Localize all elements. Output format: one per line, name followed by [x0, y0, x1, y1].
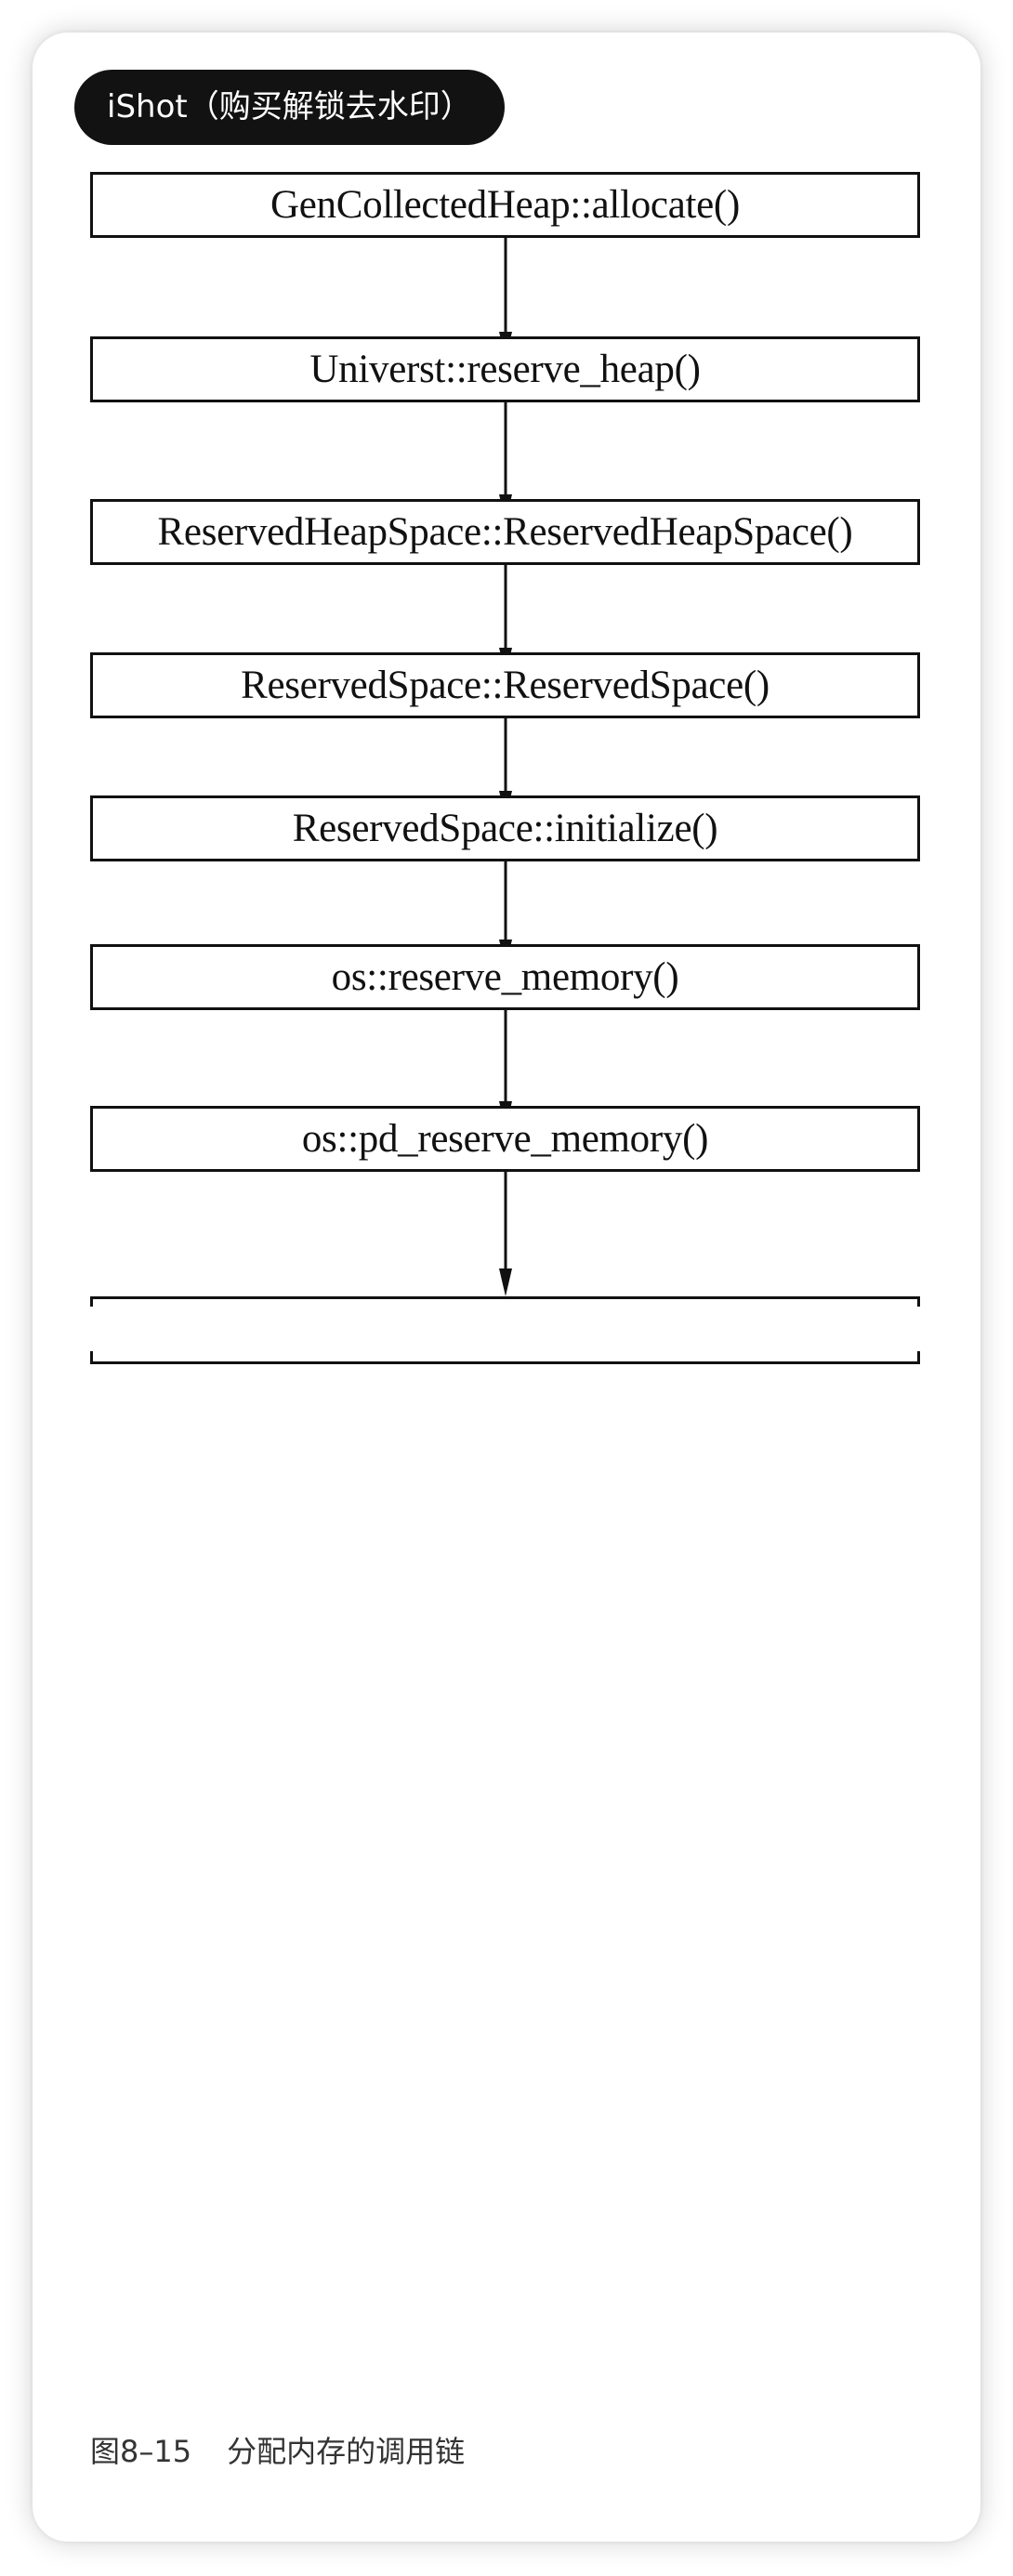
figure-card: iShot（购买解锁去水印） GenCollectedHeap::allocat…: [33, 33, 980, 2542]
figure-caption: 图8–15 分配内存的调用链: [90, 2428, 465, 2471]
call-node-pd-reserve-memory: os::pd_reserve_memory(): [90, 1106, 920, 1172]
flow-arrows: [499, 238, 512, 1296]
call-node-reserve-heap: Universt::reserve_heap(): [90, 336, 920, 402]
truncation-mask: [90, 1307, 920, 1351]
figure-number: 图8–15: [90, 2434, 192, 2469]
call-node-allocate: GenCollectedHeap::allocate(): [90, 172, 920, 238]
call-node-reserved-heap-space: ReservedHeapSpace::ReservedHeapSpace(): [90, 499, 920, 565]
figure-title: 分配内存的调用链: [227, 2434, 466, 2469]
call-node-reserved-space: ReservedSpace::ReservedSpace(): [90, 652, 920, 718]
watermark-badge: iShot（购买解锁去水印）: [74, 70, 505, 145]
call-node-reserve-memory: os::reserve_memory(): [90, 944, 920, 1010]
call-node-initialize: ReservedSpace::initialize(): [90, 795, 920, 861]
flow-arrow-head: [499, 1268, 512, 1296]
